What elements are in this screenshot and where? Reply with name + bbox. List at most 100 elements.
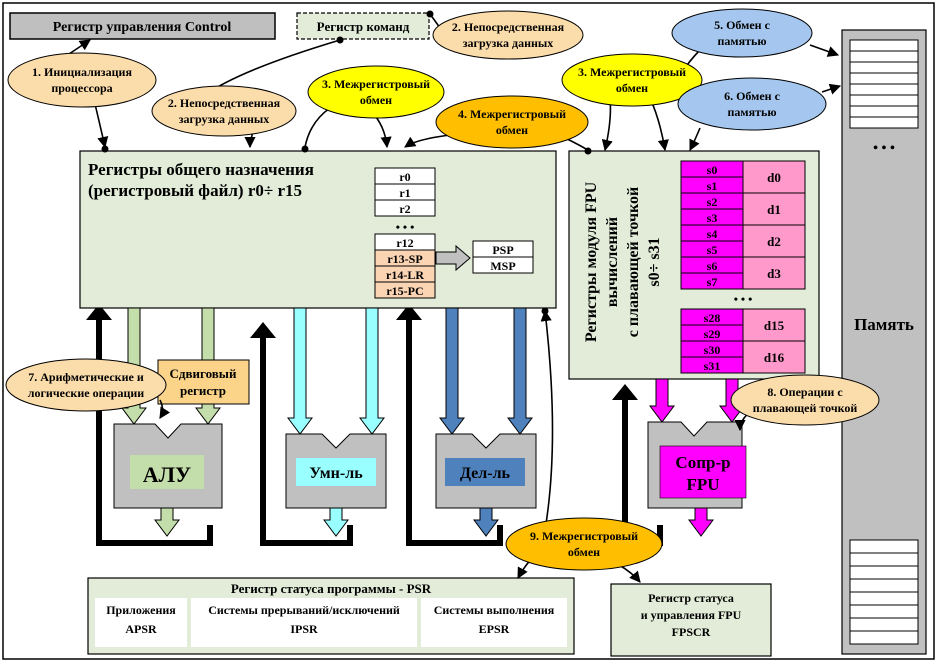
reg-d16: d16 [764,350,785,365]
fpscr-line2: и управления FPU [641,608,742,622]
reg-r1: r1 [399,186,410,200]
reg-d15: d15 [764,318,785,333]
gpr-title-line2: (регистровый файл) r0÷ r15 [88,181,302,200]
bubble-7-line2: логические операции [28,386,145,400]
bubble-6-line2: памятью [728,105,777,119]
gpr-registers-top: r0 r1 r2 [374,167,436,217]
reg-r12: r12 [396,236,413,250]
bubble-9-line1: 9. Межрегистровый [530,529,638,543]
command-register: Регистр команд [296,12,430,40]
bubble-5-line2: памятью [718,34,767,48]
memory-block: • • • Память [841,29,927,655]
fpu-regs-group-b: s28 s29 s30 s31 d15 d16 [680,308,806,374]
bubble-4-line1: 4. Межрегистровый [458,107,566,121]
bubble-5-line1: 5. Обмен с [714,18,771,32]
multiplier-label: Умн-ль [309,465,363,482]
fpu-title-line3: с плавающей точкой [625,187,642,337]
fpu-title-line2: вычислений [604,217,621,307]
reg-d2: d2 [767,234,781,249]
bubble-2a-load: 2. Непосредственная загрузка данных [151,85,297,137]
memory-cells-top [849,39,919,129]
bubble-6-memory: 6. Обмен с памятью [677,77,827,131]
reg-s29: s29 [704,327,721,341]
command-register-label: Регистр команд [317,19,410,34]
reg-r13-sp: r13-SP [387,252,422,266]
reg-s5: s5 [707,243,718,257]
fpscr-register: Регистр статуса и управления FPU FPSCR [610,583,772,657]
bubble-2b-load: 2. Непосредственная загрузка данных [432,10,584,60]
fpu-register-panel: Регистры модуля FPU вычислений с плавающ… [568,150,820,380]
multiplier-unit: Умн-ль [285,433,387,509]
alu-unit: АЛУ [113,423,223,509]
reg-d0: d0 [767,170,781,185]
shifter-line1: Сдвиговый [170,366,237,381]
gpr-panel: Регистры общего назначения (регистровый … [79,150,557,309]
output-arrows [154,507,714,537]
reg-s31: s31 [704,359,721,373]
result-bus-heads [86,304,638,400]
fpu-title-line1: Регистры модуля FPU [583,181,600,342]
bubble-2a-line1: 2. Непосредственная [168,96,281,110]
bubble-5-memory: 5. Обмен с памятью [671,8,813,58]
bubble-9-line2: обмен [568,545,600,559]
sp-select-arrow [435,244,471,272]
bubble-4-exchange: 4. Межрегистровый обмен [435,95,589,149]
psr-register: Регистр статуса программы - PSR Приложен… [87,577,575,655]
memory-cells-bottom [849,539,919,645]
reg-s0: s0 [707,163,718,177]
bubble-7-arith: 7. Арифметические и логические операции [5,358,167,412]
gpr-registers-bottom: r12 r13-SP r14-LR r15-PC [374,233,436,299]
bubble-1-init: 1. Инициализация процессора [7,52,157,108]
fpu-unit-line1: Сопр-р [675,453,730,472]
memory-dots: • • • [873,141,895,156]
reg-r2: r2 [399,202,410,216]
connector-dots [101,10,592,315]
gpr-dots: • • • [396,220,415,234]
bubble-3a-line2: обмен [360,93,392,107]
reg-d1: d1 [767,202,781,217]
fpscr-line3: FPSCR [672,625,711,639]
fpu-dots: • • • [734,292,753,306]
reg-s3: s3 [707,211,718,225]
shifter-register: Сдвиговый регистр [157,359,250,405]
psr-epsr-line2: EPSR [479,622,510,636]
reg-psp: PSP [492,243,513,257]
stack-pointer-registers: PSP MSP [472,240,534,274]
bubble-2b-line1: 2. Непосредственная [452,20,565,34]
bubble-3b-exchange: 3. Межрегистровый обмен [561,53,703,107]
reg-msp: MSP [490,259,515,273]
reg-s6: s6 [707,259,718,273]
bubble-7-line1: 7. Арифметические и [28,370,144,384]
fpu-title: Регистры модуля FPU вычислений с плавающ… [583,181,663,342]
psr-apsr-line1: Приложения [106,603,176,617]
bubble-3b-line1: 3. Межрегистровый [578,65,686,79]
psr-ipsr-line2: IPSR [290,622,318,636]
fpscr-line1: Регистр статуса [648,591,734,605]
bubble-6-line1: 6. Обмен с [724,89,781,103]
psr-ipsr-line1: Системы прерываний/исключений [208,603,400,617]
bubble-1-line1: 1. Инициализация [32,65,132,79]
bubble-3a-line1: 3. Межрегистровый [322,77,430,91]
bubble-3b-line2: обмен [616,81,648,95]
psr-apsr-line2: APSR [125,622,157,636]
psr-title: Регистр статуса программы - PSR [231,581,432,596]
reg-d3: d3 [767,266,781,281]
control-register-label: Регистр управления Control [53,20,232,35]
fpu-unit-line2: FPU [686,475,719,494]
bubble-8-line2: плавающей точкой [753,401,858,415]
reg-s28: s28 [704,311,721,325]
divider-label: Дел-ль [460,465,511,482]
bubble-2b-line2: загрузка данных [463,36,554,50]
bubble-9-exchange: 9. Межрегистровый обмен [505,517,663,571]
reg-s7: s7 [707,275,718,289]
reg-r14-lr: r14-LR [386,268,424,282]
bubble-8-line1: 8. Операции с [767,385,843,399]
reg-r0: r0 [399,170,410,184]
bubble-8-float: 8. Операции с плавающей точкой [730,374,880,426]
reg-s30: s30 [704,343,721,357]
fpu-title-line4: s0÷ s31 [646,237,663,286]
reg-s2: s2 [707,195,718,209]
fpu-regs-group-a: s0 s1 s2 s3 s4 s5 s6 s7 d0 d1 d2 d3 [680,160,806,290]
